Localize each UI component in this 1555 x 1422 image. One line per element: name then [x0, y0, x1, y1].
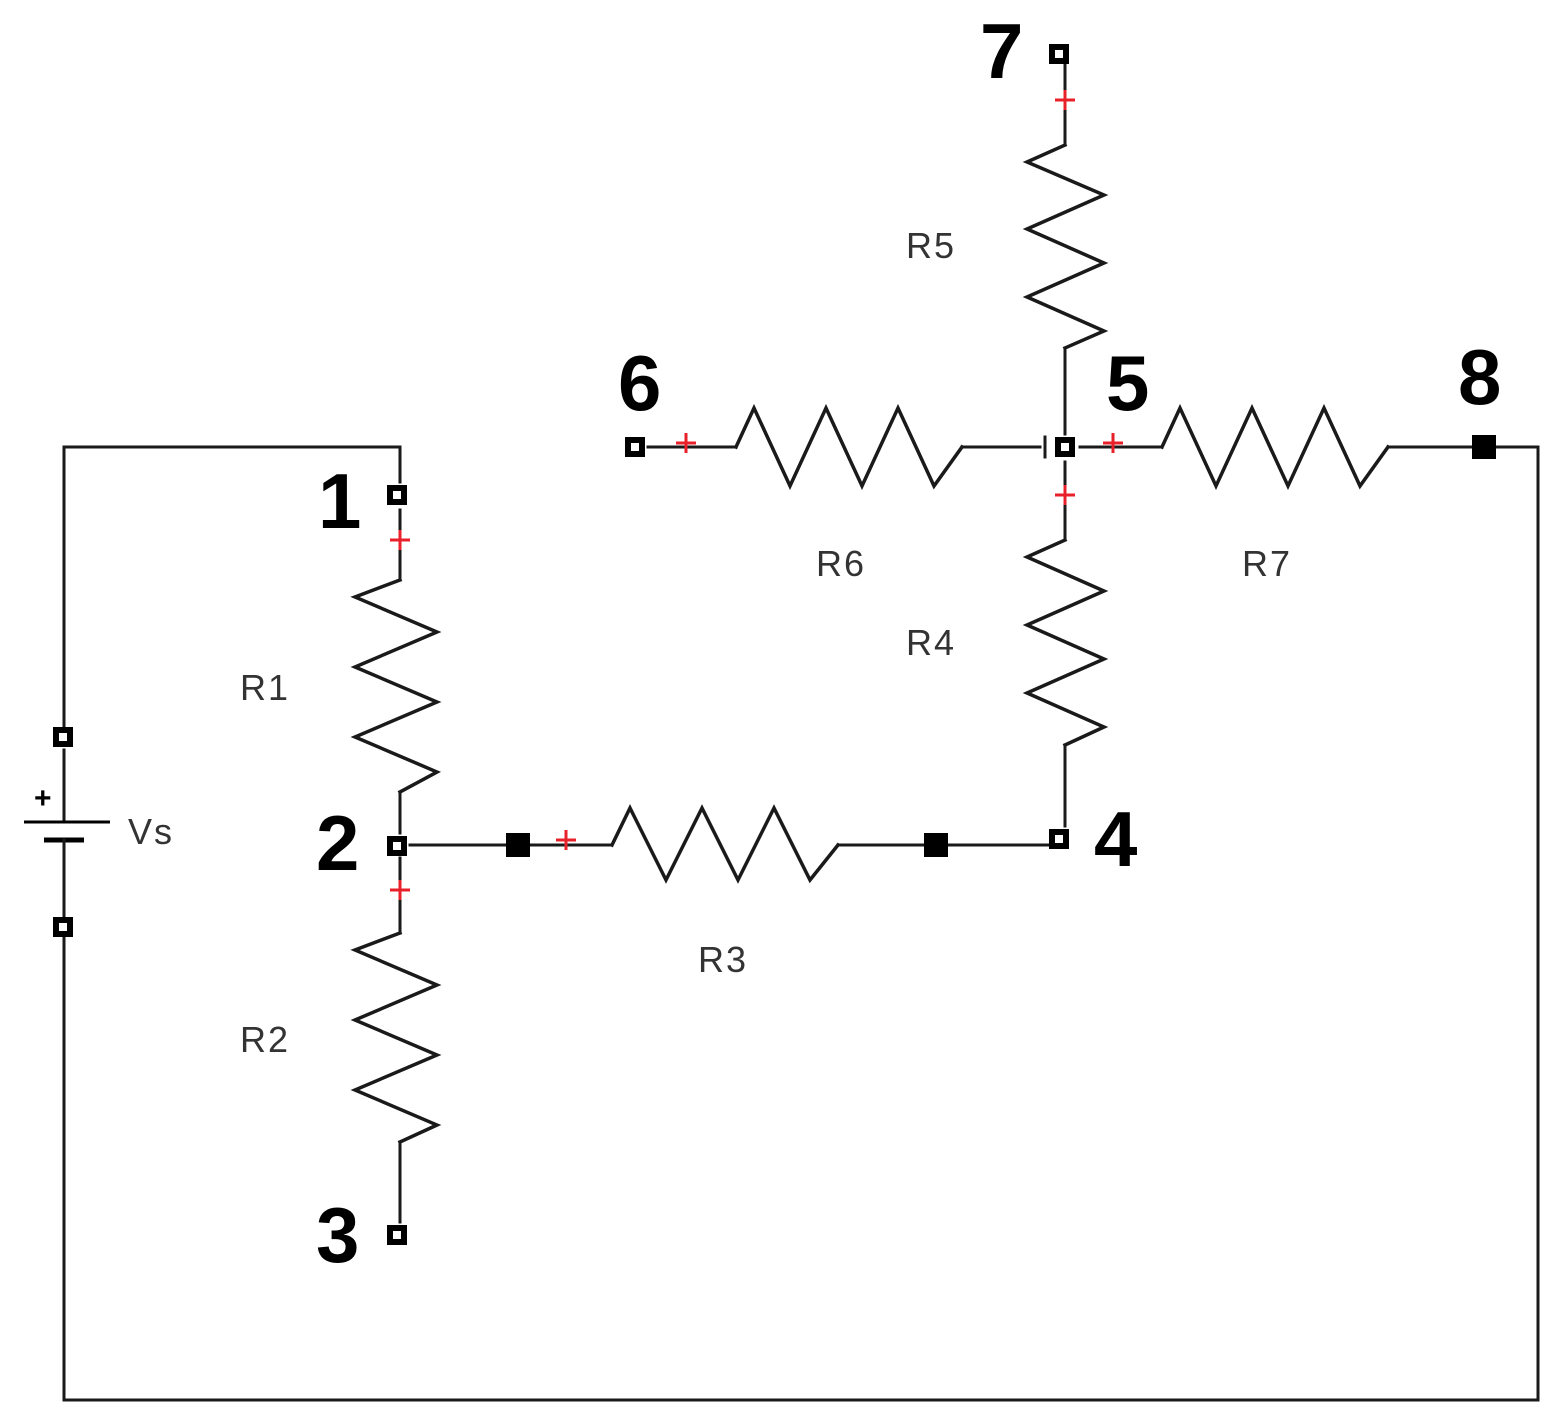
resistors — [350, 142, 1391, 1145]
r3-left-solid-pin — [506, 833, 530, 857]
node-numbers: 1 2 3 4 5 6 7 8 — [316, 7, 1501, 1279]
node5-pin — [1055, 437, 1075, 457]
resistor-r5-symbol — [1022, 142, 1109, 351]
node-label-5: 5 — [1106, 339, 1149, 427]
component-labels: R1 R2 R3 R4 R5 R6 R7 — [240, 225, 1292, 1060]
source-label: Vs — [128, 811, 174, 852]
node-label-8: 8 — [1458, 333, 1501, 421]
r3-polarity-mark — [556, 830, 576, 850]
resistor-r2-symbol — [350, 930, 442, 1145]
resistor-r1-label: R1 — [240, 667, 290, 708]
wires — [62, 63, 1540, 1402]
r1-polarity-mark — [390, 530, 410, 550]
node4-pin — [1049, 829, 1069, 849]
node-label-4: 4 — [1094, 795, 1137, 883]
node-label-7: 7 — [980, 7, 1023, 95]
resistor-r4-label: R4 — [906, 622, 956, 663]
source-top-pin — [53, 727, 73, 747]
r5-polarity-mark — [1055, 90, 1075, 110]
node7-pin — [1049, 44, 1069, 64]
node-label-2: 2 — [316, 799, 359, 887]
node3-pin — [387, 1225, 407, 1245]
resistor-r5-label: R5 — [906, 225, 956, 266]
resistor-r7-symbol — [1159, 403, 1391, 491]
node-label-1: 1 — [318, 457, 361, 545]
pins — [53, 44, 1496, 1245]
r2-polarity-mark — [390, 880, 410, 900]
resistor-r6-symbol — [733, 403, 965, 491]
resistor-r6-label: R6 — [816, 543, 866, 584]
node-label-6: 6 — [618, 339, 661, 427]
resistor-r4-symbol — [1022, 537, 1109, 748]
resistor-r3-label: R3 — [698, 939, 748, 980]
node1-pin — [387, 485, 407, 505]
r7-polarity-mark — [1103, 433, 1123, 453]
r4-polarity-mark — [1055, 485, 1075, 505]
resistor-r7-label: R7 — [1242, 543, 1292, 584]
wire-source-top-to-node1 — [62, 445, 402, 738]
source-plus-sign: + — [34, 782, 52, 815]
node6-pin — [625, 437, 645, 457]
voltage-source-vs: + Vs — [24, 748, 174, 918]
node2-pin — [387, 836, 407, 856]
node8-solid-pin — [1472, 435, 1496, 459]
wire-source-bottom-to-node8 — [62, 445, 1540, 1402]
resistor-r3-symbol — [609, 804, 841, 884]
resistor-r1-symbol — [350, 577, 442, 795]
r6-polarity-mark — [676, 433, 696, 453]
r3-right-solid-pin — [924, 833, 948, 857]
source-bottom-pin — [53, 917, 73, 937]
polarity-marks — [390, 90, 1123, 900]
node-label-3: 3 — [316, 1191, 359, 1279]
resistor-r2-label: R2 — [240, 1019, 290, 1060]
